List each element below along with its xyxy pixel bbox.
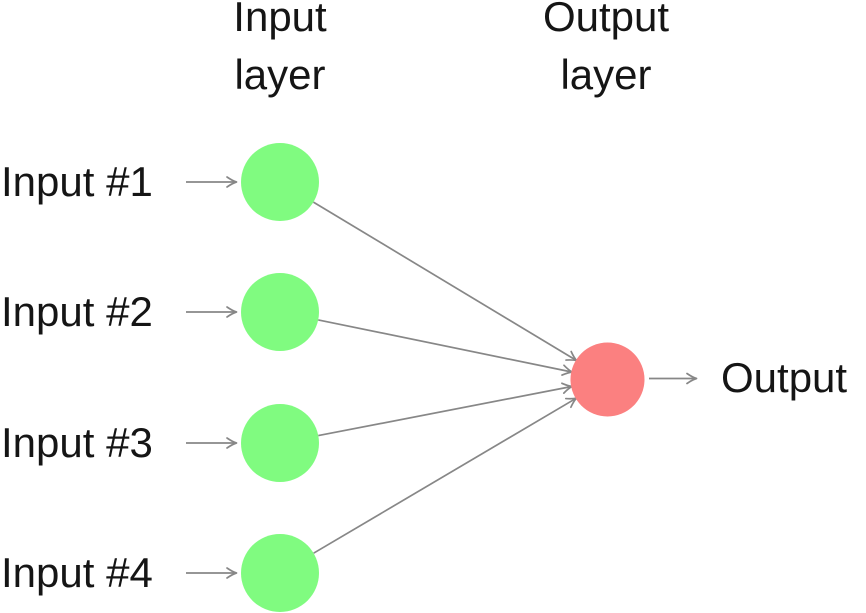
input-layer-header-line2: layer [234, 51, 326, 98]
output-node [570, 342, 645, 417]
input-node-2 [241, 273, 319, 351]
input-1-label: Input #1 [1, 158, 153, 205]
edge-input1-output [312, 201, 578, 362]
input-node-4 [241, 534, 319, 612]
input-2-label: Input #2 [1, 288, 153, 335]
input-layer-header-line1: Input [233, 0, 327, 40]
output-layer-header-line1: Output [542, 0, 670, 40]
output-label: Output [721, 354, 848, 401]
output-layer-header-line2: layer [560, 51, 652, 98]
input-3-label: Input #3 [1, 419, 153, 466]
output-layer-header: Output layer [543, 0, 669, 104]
edge-input3-output [318, 382, 574, 437]
input-node-1 [241, 143, 319, 221]
input-layer-header: Input layer [233, 0, 326, 104]
edge-input4-output [313, 397, 578, 554]
edge-input2-output [318, 319, 574, 376]
input-4-label: Input #4 [1, 549, 153, 596]
input-node-3 [241, 404, 319, 482]
